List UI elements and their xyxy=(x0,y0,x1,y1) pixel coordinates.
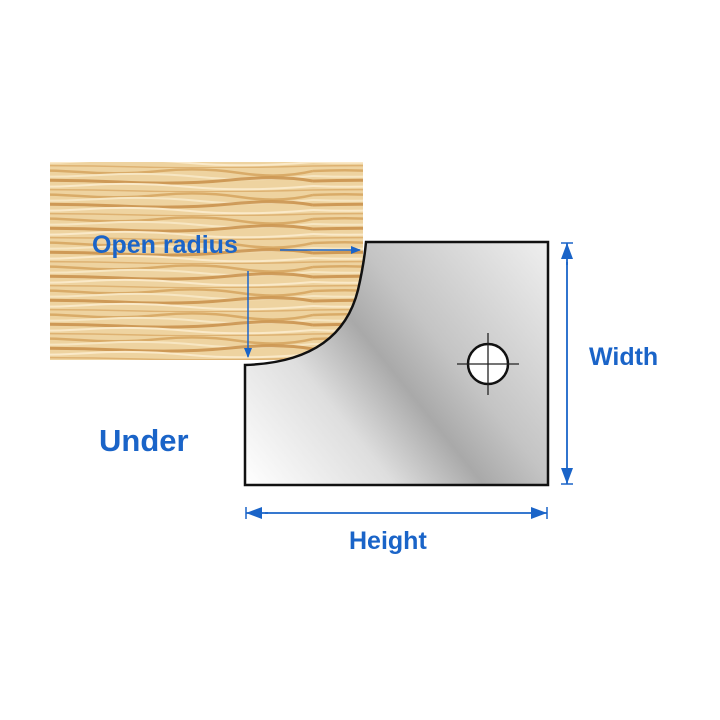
height-label: Height xyxy=(349,527,427,555)
cutter-knife xyxy=(243,240,550,487)
wood-workpiece xyxy=(50,162,363,360)
width-label: Width xyxy=(589,343,659,371)
height-dimension-line xyxy=(245,507,548,519)
profile-type-label: Under xyxy=(99,423,189,458)
width-dimension-line xyxy=(561,242,573,485)
crosshair-circle-icon xyxy=(457,333,519,395)
open-radius-label: Open radius xyxy=(92,231,238,259)
